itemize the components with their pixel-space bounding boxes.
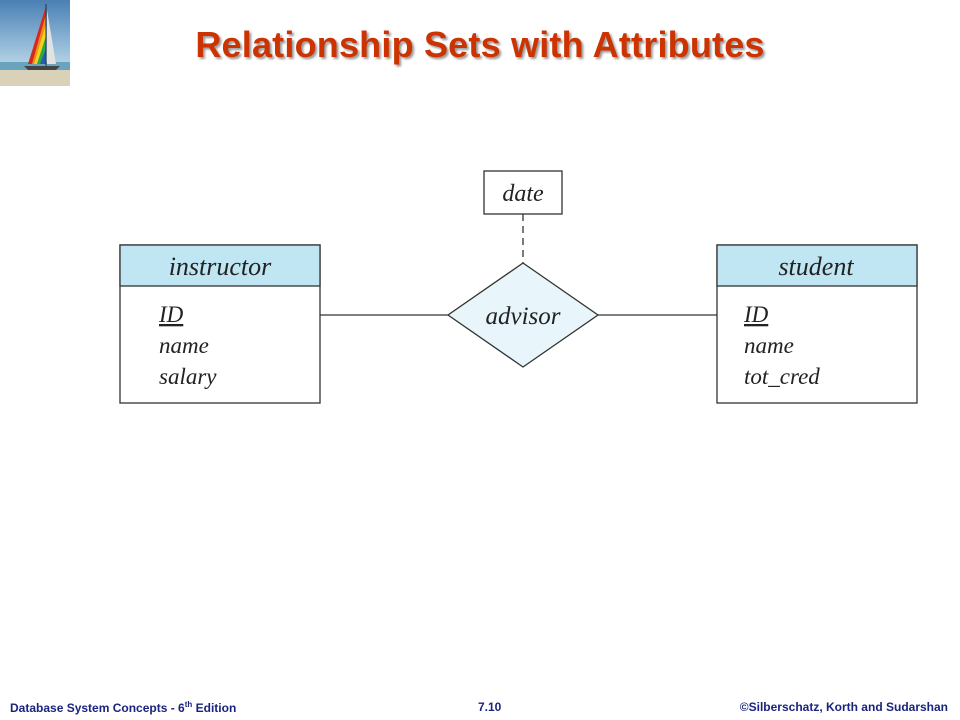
entity-name: instructor xyxy=(169,252,272,281)
footer-book-title: Database System Concepts - 6th Edition xyxy=(10,700,236,715)
entity-header xyxy=(716,244,918,287)
footer-edition-text: Edition xyxy=(192,701,237,715)
attribute: name xyxy=(159,333,209,358)
relationship-label: advisor xyxy=(486,303,561,330)
attribute: tot_cred xyxy=(744,364,820,389)
attribute-primary-key: ID xyxy=(743,302,769,327)
sailboat-logo-icon xyxy=(0,0,70,86)
slide-title: Relationship Sets with Attributes xyxy=(195,24,765,65)
attribute-primary-key: ID xyxy=(158,302,184,327)
footer: Database System Concepts - 6th Edition 7… xyxy=(0,700,960,720)
relationship-attribute-box: date xyxy=(483,170,563,215)
logo xyxy=(0,0,70,86)
attribute: salary xyxy=(159,364,217,389)
footer-page-number: 7.10 xyxy=(478,700,502,714)
relationship-diamond: advisor xyxy=(446,262,600,368)
entity-student: student ID name tot_cred xyxy=(716,244,918,404)
footer-edition-sup: th xyxy=(184,700,193,709)
footer-copyright: ©Silberschatz, Korth and Sudarshan xyxy=(739,700,948,714)
entity-name: student xyxy=(778,252,854,281)
attribute: name xyxy=(744,333,794,358)
entity-header xyxy=(119,244,321,287)
footer-book-title-text: Database System Concepts - 6 xyxy=(10,701,185,715)
relationship-attribute-label: date xyxy=(502,181,544,207)
entity-instructor: instructor ID name salary xyxy=(119,244,321,404)
